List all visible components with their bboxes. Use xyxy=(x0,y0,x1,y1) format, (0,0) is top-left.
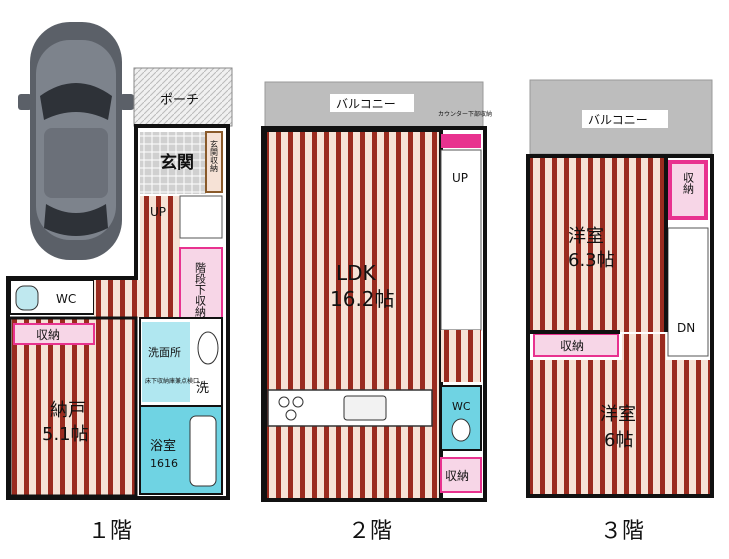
ldk-room xyxy=(263,128,443,502)
up-label-floor1: UP xyxy=(150,205,166,219)
landing-floor3 xyxy=(622,334,666,360)
floor-2-label: ２階 xyxy=(348,519,392,544)
hatch-label: 床下収納庫兼点検口 xyxy=(145,377,199,385)
storage-top-label: 収納 xyxy=(682,172,695,195)
nando-storage-label: 収納 xyxy=(36,328,60,342)
sink-icon xyxy=(197,331,219,365)
nando-name: 納戸 xyxy=(50,400,86,421)
porch-label: ポーチ xyxy=(160,93,199,108)
room2-name: 洋室 xyxy=(600,404,636,425)
room2 xyxy=(530,360,710,494)
floor-3: バルコニー 洋室 6.3帖 収納 DN 収納 洋室 6帖 ３階 xyxy=(526,79,714,544)
balcony-floor3-label-bg xyxy=(582,110,668,128)
counter-storage-label: カウンター下部収納 xyxy=(438,110,492,118)
corridor-floor1 xyxy=(94,280,140,318)
storage-mid-label: 収納 xyxy=(560,339,584,353)
bathtub-icon xyxy=(189,415,217,487)
hall-floor1 xyxy=(140,196,180,318)
floor-3-label: ３階 xyxy=(600,519,644,544)
storage-floor2 xyxy=(440,457,482,493)
toilet-icon xyxy=(15,285,39,311)
nando-room xyxy=(8,316,138,498)
ldk-name: LDK xyxy=(336,261,377,285)
walls-floor3 xyxy=(526,154,714,498)
under-stair-storage-label: 階段下収納 xyxy=(194,261,207,318)
room1 xyxy=(530,156,666,332)
nando-size: 5.1帖 xyxy=(42,424,89,445)
stair-floor3 xyxy=(667,227,709,357)
storage-top-floor3-inner xyxy=(672,164,704,216)
balcony-floor3-label: バルコニー xyxy=(588,113,648,127)
wc-label-floor1: WC xyxy=(56,292,76,306)
counter-storage xyxy=(441,134,481,148)
stove-burner-icon-3 xyxy=(285,409,297,421)
entrance-storage-label: 玄関収納 xyxy=(210,139,219,173)
washer-label: 洗 xyxy=(196,381,209,396)
storage-label-floor2: 収納 xyxy=(445,469,469,483)
walls-floor1 xyxy=(6,124,230,500)
balcony-floor2-label: バルコニー xyxy=(336,97,396,111)
stair-floor2 xyxy=(440,149,482,331)
stove-burner-icon-2 xyxy=(292,396,304,408)
floor-2: バルコニー カウンター下部収納 LDK 16.2帖 UP DN WC 収納 ２階 xyxy=(261,81,492,544)
floor-1-label: １階 xyxy=(88,519,132,544)
entrance-label: 玄関 xyxy=(160,152,194,173)
entrance-storage xyxy=(205,131,223,193)
up-label-floor2: UP xyxy=(452,171,468,185)
bath-size: 1616 xyxy=(150,457,178,470)
stove-burner-icon xyxy=(278,396,290,408)
landing-floor2 xyxy=(441,330,481,382)
porch-area xyxy=(133,67,233,127)
room2-size: 6帖 xyxy=(604,430,633,451)
balcony-floor2-label-bg xyxy=(330,94,414,112)
floor-1: ポーチ 玄関 玄関収納 UP 階段下収納 WC 収納 納戸 5.1帖 洗面所 洗… xyxy=(6,22,233,544)
ldk-size: 16.2帖 xyxy=(330,287,395,311)
room1-name: 洋室 xyxy=(568,226,604,247)
entrance-tile xyxy=(140,132,206,194)
bath-name: 浴室 xyxy=(150,438,176,454)
washroom-cyan xyxy=(142,322,190,402)
nando-storage xyxy=(13,323,95,345)
walls-floor2 xyxy=(261,126,487,502)
toilet-icon-floor2 xyxy=(451,418,471,442)
room1-size: 6.3帖 xyxy=(568,250,615,271)
wc-label-floor2: WC xyxy=(452,400,471,413)
dn-label-floor3: DN xyxy=(677,321,695,335)
car-icon xyxy=(18,22,134,260)
washroom-label: 洗面所 xyxy=(148,346,181,359)
stair-floor1 xyxy=(179,195,223,239)
under-stair-storage xyxy=(179,247,223,319)
sink-icon-kitchen xyxy=(343,395,387,421)
